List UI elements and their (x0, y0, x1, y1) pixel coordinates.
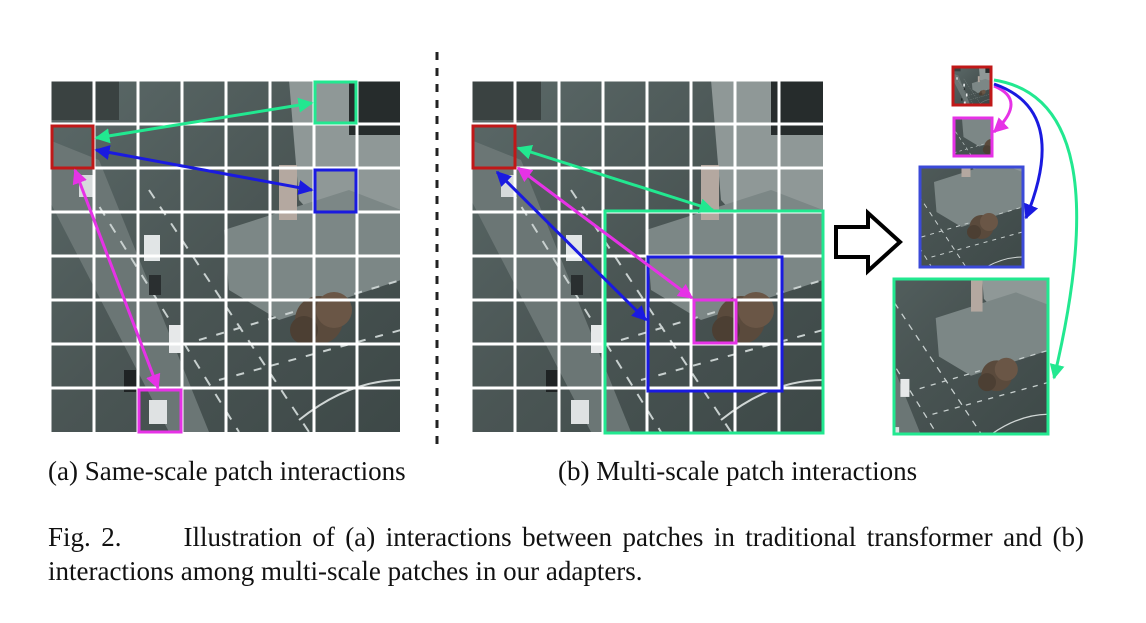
panel-a-magenta-arrow (72, 168, 161, 390)
figure (48, 52, 1079, 450)
curve-arrow-blue (993, 82, 1044, 220)
figure-caption-text: Illustration of (a) interactions between… (48, 522, 1084, 586)
subcaption-a: (a) Same-scale patch interactions (48, 456, 406, 486)
panel-b-red-patch (471, 124, 517, 170)
panel-a-blue-arrow (94, 145, 314, 195)
curve-arrow-green (993, 78, 1079, 380)
panel-a-green-patch (313, 80, 358, 125)
double-arrow-right-icon (834, 208, 903, 276)
figure-label: Fig. 2. (48, 522, 122, 552)
scale-patch-blue (918, 165, 1025, 269)
subcaption-b: (b) Multi-scale patch interactions (558, 456, 918, 486)
curve-arrow-magenta (992, 84, 1013, 134)
panel-b-magenta-arrow (516, 166, 694, 300)
scale-patch-magenta (952, 116, 994, 158)
panel-a-blue-patch (313, 168, 358, 214)
panel-a-green-arrow (94, 97, 314, 144)
scale-patch-small-image (953, 67, 991, 105)
figure-caption: Fig. 2.Illustration of (a) interactions … (48, 520, 1084, 588)
panel-a-magenta-patch (137, 388, 183, 434)
scale-patch-red (951, 65, 993, 107)
scale-patch-green (892, 277, 1050, 436)
panel-b-blue-region (646, 255, 784, 393)
panel-b-magenta-patch (692, 298, 738, 345)
panel-a-red-patch (50, 124, 95, 170)
